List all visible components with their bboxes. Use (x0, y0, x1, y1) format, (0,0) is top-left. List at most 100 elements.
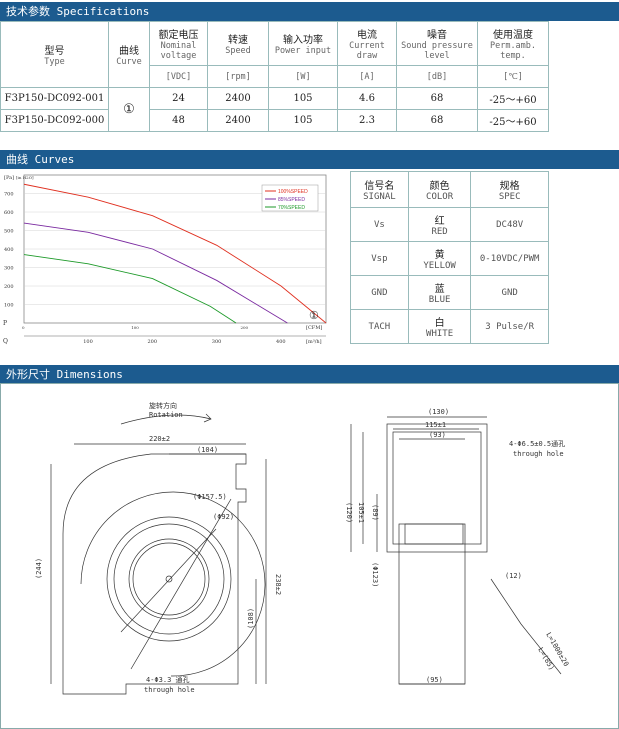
diameter-line (120, 528, 217, 633)
x-tick-label-cfm: 100 (131, 325, 139, 330)
cell-spec: 3 Pulse/R (470, 309, 549, 344)
side-housing (386, 423, 488, 553)
y-tick-label: 400 (4, 247, 14, 253)
through-left: through hole (144, 686, 195, 694)
y-unit-label: [Pa] (4, 175, 14, 181)
series-line-2 (23, 222, 288, 324)
unit-current: [A] (337, 65, 397, 88)
volute-outline (62, 453, 247, 695)
cell-signal: Vsp (350, 241, 409, 276)
table-row: F3P150-DC092-001 ① 24 2400 105 4.6 68 -2… (0, 87, 549, 132)
x-tick-label-cfm: 0 (22, 325, 25, 330)
side-motor (398, 523, 466, 685)
dim-244: (244) (35, 558, 43, 579)
rotation-en: Rotation (149, 411, 183, 419)
dim-89: (89) (371, 504, 379, 521)
outer-ring (106, 516, 232, 642)
dim-238: 238±2 (274, 574, 282, 595)
through-right: through hole (513, 450, 564, 458)
legend-label: 85%SPEED (278, 197, 305, 203)
y-tick-label: 500 (4, 229, 14, 235)
cell-voltage: 48 (149, 109, 208, 132)
dimensions-section-title: 外形尺寸 Dimensions (0, 365, 619, 384)
center-point (165, 575, 173, 583)
x-tick-label-m3h: 200 (148, 339, 158, 345)
cell-spec: GND (470, 275, 549, 310)
x-tick-label-m3h: 300 (212, 339, 222, 345)
hub-inner-ring (132, 542, 206, 616)
cell-current: 4.6 (337, 87, 397, 110)
x-axis-q-label: Q (3, 338, 8, 345)
dim-92: (Φ92) (213, 513, 234, 521)
cell-spec: 0-10VDC/PWM (470, 241, 549, 276)
cell-signal: TACH (350, 309, 409, 344)
dim-123: (Φ123) (371, 562, 379, 587)
holes-left: 4-Φ3.3 通孔 (146, 675, 190, 684)
y-tick-label: 700 (4, 192, 14, 198)
cell-power: 105 (268, 109, 338, 132)
y-tick-label: 200 (4, 284, 14, 290)
cell-type: F3P150-DC092-000 (0, 109, 109, 132)
unit-speed: [rpm] (207, 65, 269, 88)
rotation-cn: 旋转方向 (149, 401, 177, 410)
y-tick-label: 100 (4, 303, 14, 309)
series-line-3 (23, 254, 237, 324)
x-tick-label-m3h: 100 (83, 339, 93, 345)
cable-line-2 (520, 623, 562, 675)
dim-93: (93) (429, 431, 446, 439)
inner-ring (113, 523, 225, 635)
legend-label: 100%SPEED (278, 189, 308, 195)
unit-voltage: [VDC] (149, 65, 208, 88)
cell-signal: GND (350, 275, 409, 310)
unit-temp: [℃] (477, 65, 549, 88)
cell-current: 2.3 (337, 109, 397, 132)
dim-115: 115±1 (425, 421, 446, 429)
cell-curve: ① (108, 87, 150, 132)
unit-noise: [dB] (396, 65, 478, 88)
legend-label: 70%SPEED (278, 205, 305, 211)
dim-220: 220±2 (149, 435, 170, 443)
cell-speed: 2400 (207, 109, 269, 132)
unit-power: [W] (268, 65, 338, 88)
diameter-line-2 (130, 498, 232, 670)
rotation-arrowhead (203, 413, 212, 423)
cell-voltage: 24 (149, 87, 208, 110)
y-unit-label-2: [in H2O] (16, 175, 34, 180)
holes-right: 4-Φ6.5±0.5通孔 (509, 439, 565, 448)
hub-ring (128, 538, 210, 620)
side-inner (392, 431, 482, 545)
curve-mark: ① (309, 309, 319, 322)
dim-120: (120) (345, 502, 353, 523)
series-line-1 (23, 183, 327, 324)
dim-12: (12) (505, 572, 522, 580)
dimension-drawing: 旋转方向 Rotation 220±2 (104) (Φ157.5) (Φ92)… (0, 383, 619, 729)
dim-95: (95) (426, 676, 443, 684)
dim-130: (130) (428, 408, 449, 416)
x-tick-label-m3h: 400 (276, 339, 286, 345)
cable-line (490, 578, 522, 625)
y-tick-label: 600 (4, 210, 14, 216)
cell-temp: -25～+60 (477, 109, 549, 132)
x-unit-m3h: [m³/h] (306, 339, 322, 345)
cell-temp: -25～+60 (477, 87, 549, 110)
